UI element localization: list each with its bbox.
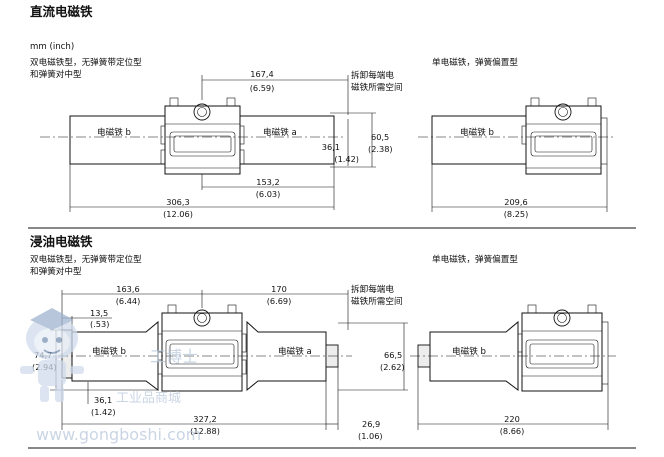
valve-housing-right [525, 105, 602, 175]
dim-220: 220 [504, 414, 520, 424]
solenoid-a-body [239, 115, 335, 165]
label-solenoid-b: 电磁铁 b [97, 126, 131, 138]
dim-306-3-inch: (12.06) [163, 209, 193, 219]
section2-title: 浸油电磁铁 [30, 234, 93, 249]
watermark-cn: 工业品商城 [116, 391, 181, 406]
dim-13-5: 13,5 [90, 308, 108, 318]
dim-163-6-inch: (6.44) [116, 296, 141, 306]
label-solenoid-b-right: 电磁铁 b [460, 126, 494, 138]
dim-220-inch: (8.66) [500, 426, 525, 436]
left-caption-2: 和弹簧对中型 [30, 68, 82, 80]
dim-153-2-inch: (6.03) [256, 189, 281, 199]
removal-note-1-s2: 拆卸每端电 [351, 283, 394, 295]
solenoid-b-body-right [431, 115, 527, 165]
section-oil-solenoid: 浸油电磁铁 双电磁铁型，无弹簧带定位型 和弹簧对中型 单电磁铁，弹簧偏置型 电磁… [30, 234, 616, 441]
dim-36-1-s2: 36,1 [94, 395, 112, 405]
section-dc-solenoid: 直流电磁铁 mm (inch) 双电磁铁型，无弹簧带定位型 和弹簧对中型 单电磁… [30, 4, 615, 219]
label-solenoid-a-oil: 电磁铁 a [278, 345, 312, 357]
removal-note-2-s2: 磁铁所需空间 [351, 295, 403, 307]
dim-163-6: 163,6 [116, 284, 139, 294]
dim-306-3: 306,3 [166, 197, 189, 207]
left-caption-1: 双电磁铁型，无弹簧带定位型 [30, 56, 142, 68]
label-solenoid-b-oil: 电磁铁 b [92, 345, 126, 357]
dim-36-1-inch-s2: (1.42) [91, 407, 116, 417]
dimensions-section1: 167,4 (6.59) 拆卸每端电 磁铁所需空间 60,5 (2.38) 36… [69, 69, 403, 219]
valve-double-solenoid-dc: 电磁铁 b 电磁铁 a [40, 97, 345, 175]
mascot-logo [20, 308, 84, 402]
dim-13-5-inch: (.53) [90, 319, 109, 329]
dim-167-4: 167,4 [250, 69, 273, 79]
dim-26-9: 26,9 [362, 419, 380, 429]
dim-66-5-inch: (2.62) [380, 362, 405, 372]
dim-153-2: 153,2 [256, 177, 279, 187]
dim-327-2-inch: (12.88) [190, 426, 220, 436]
valve-window [169, 131, 236, 157]
dim-26-9-inch: (1.06) [358, 431, 383, 441]
label-solenoid-a: 电磁铁 a [263, 126, 297, 138]
dim-60-5: 60,5 [371, 132, 389, 142]
dim-170-inch: (6.69) [267, 296, 292, 306]
dim-60-5-inch: (2.38) [368, 144, 393, 154]
units-label: mm (inch) [30, 42, 74, 52]
dim-66-5: 66,5 [384, 350, 402, 360]
dim-36-1-inch: (1.42) [334, 154, 359, 164]
solenoid-b-body [69, 115, 166, 165]
removal-note-2: 磁铁所需空间 [351, 81, 403, 93]
dim-327-2: 327,2 [193, 414, 216, 424]
valve-double-solenoid-oil: 电磁铁 b 电磁铁 a [40, 304, 352, 392]
section1-title: 直流电磁铁 [30, 4, 93, 19]
watermark: 工博士 工业品商城 www.gongboshi.com [20, 308, 201, 444]
valve-housing [164, 105, 241, 175]
dim-209-6: 209,6 [504, 197, 527, 207]
right-caption-s2: 单电磁铁，弹簧偏置型 [432, 253, 518, 265]
left-caption-2-s2: 和弹簧对中型 [30, 265, 82, 277]
dim-170: 170 [271, 284, 287, 294]
watermark-site: www.gongboshi.com [36, 425, 201, 444]
dim-209-6-inch: (8.25) [504, 209, 529, 219]
watermark-brand: 工博士 [150, 347, 198, 366]
left-caption-1-s2: 双电磁铁型，无弹簧带定位型 [30, 253, 142, 265]
dim-36-1: 36,1 [322, 142, 340, 152]
electrical-connector [193, 103, 211, 121]
removal-note-1: 拆卸每端电 [351, 69, 394, 81]
valve-single-solenoid-oil: 电磁铁 b 220 (8.66) [410, 304, 616, 436]
label-solenoid-b-oil-right: 电磁铁 b [452, 345, 486, 357]
dim-167-4-inch: (6.59) [250, 83, 275, 93]
valve-single-solenoid-dc: 电磁铁 b 209,6 (8.25) [418, 97, 615, 219]
right-caption: 单电磁铁，弹簧偏置型 [432, 56, 518, 68]
